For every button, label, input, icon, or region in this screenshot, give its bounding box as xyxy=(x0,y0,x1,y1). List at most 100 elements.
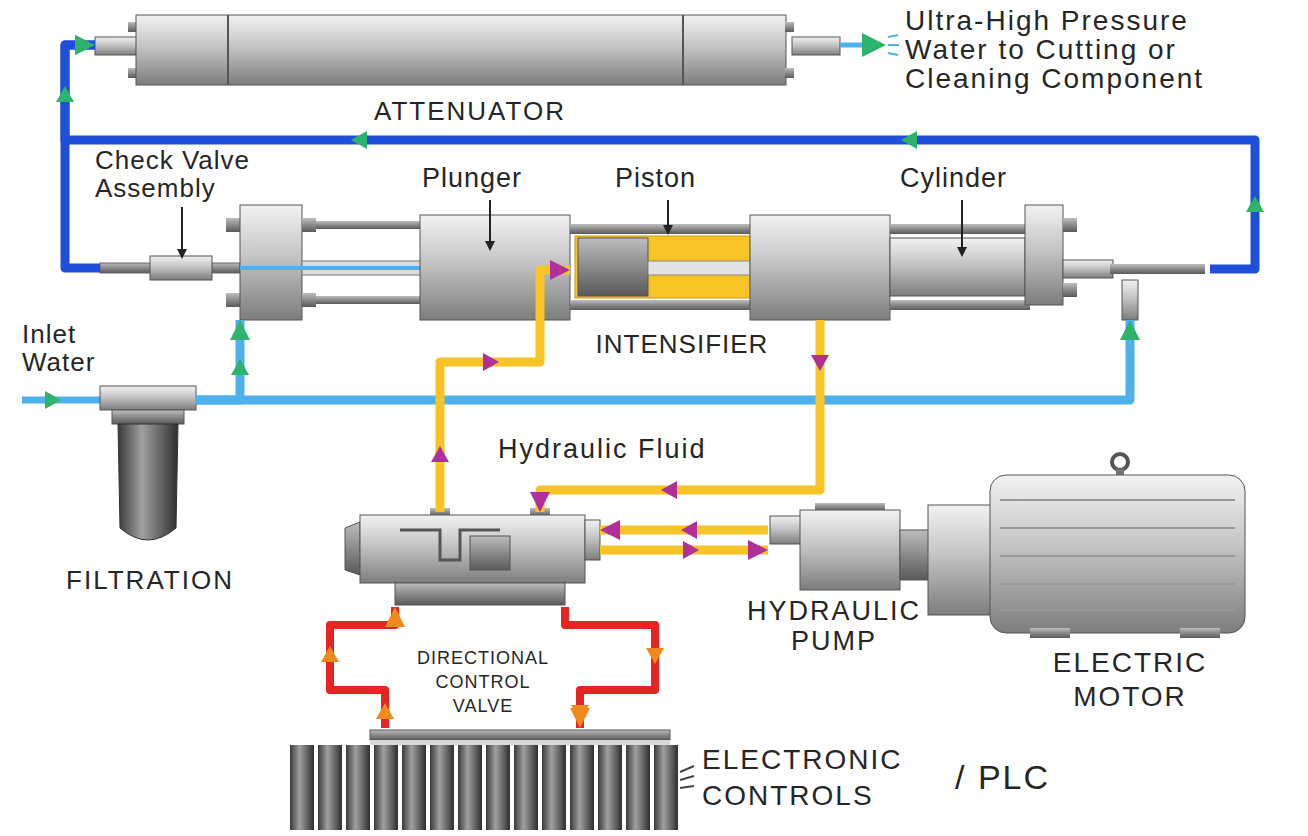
seam xyxy=(227,15,229,85)
tie-rod xyxy=(570,224,750,234)
spray-line xyxy=(888,35,898,37)
plc-module xyxy=(374,745,398,830)
part-box: Cylinder xyxy=(750,205,1210,320)
outlet-rod xyxy=(1110,264,1205,274)
motor-fin xyxy=(1000,527,1235,529)
filter-head xyxy=(100,386,196,410)
fitting xyxy=(1063,260,1113,278)
tie-rod xyxy=(890,224,1030,234)
flow-arrow xyxy=(901,131,917,149)
nut xyxy=(302,218,316,232)
motor-fin xyxy=(1000,583,1235,585)
eyebolt xyxy=(1112,454,1128,470)
flow-arrow xyxy=(862,33,886,57)
part-box: Piston xyxy=(570,235,750,300)
filter-collar xyxy=(112,410,184,424)
tie-rod xyxy=(570,300,750,310)
plc-module xyxy=(654,745,678,830)
flow-arrow xyxy=(351,131,367,149)
pipe-connector xyxy=(195,320,240,400)
pump-body xyxy=(800,510,900,590)
nut xyxy=(1063,283,1077,297)
flow-arrow xyxy=(45,391,61,409)
annotation-label: Hydraulic Fluid xyxy=(498,434,707,465)
water-bore xyxy=(240,266,420,270)
leader-line xyxy=(489,200,491,243)
plc-module xyxy=(458,745,482,830)
coupling xyxy=(900,530,930,580)
inlet-fitting xyxy=(1122,280,1138,320)
component-label: Plunger xyxy=(422,163,522,194)
pump-port xyxy=(770,516,802,544)
filter-drawing xyxy=(22,386,196,540)
piston-head xyxy=(578,238,648,296)
flow-arrow xyxy=(661,481,677,499)
part-box: Check Valve Assembly xyxy=(100,205,305,320)
flow-arrow xyxy=(681,521,697,539)
plc-wire xyxy=(680,786,694,788)
plc-module xyxy=(598,745,622,830)
spray-line xyxy=(888,53,898,55)
nut xyxy=(226,293,240,307)
plc-rail xyxy=(370,740,670,745)
flow-arrow xyxy=(1246,196,1264,212)
leader-line xyxy=(181,207,183,251)
plc-module xyxy=(542,745,566,830)
component-label: DIRECTIONAL CONTROL VALVE xyxy=(403,646,563,718)
end-cap xyxy=(240,205,302,320)
motor-bell xyxy=(928,505,993,615)
plc-module xyxy=(514,745,538,830)
valve-flange xyxy=(345,522,360,575)
flow-arrow xyxy=(231,359,249,375)
flow-arrow xyxy=(431,446,449,462)
valve-base xyxy=(395,583,565,605)
valve-drawing xyxy=(345,508,600,605)
component-box: HYDRAULIC PUMP xyxy=(768,505,900,590)
cylinder-block xyxy=(750,215,890,320)
flow-arrow xyxy=(321,646,339,662)
plc-module xyxy=(626,745,650,830)
filter-bowl xyxy=(118,424,178,540)
component-box: ELECTRONIC CONTROLS/ PLC xyxy=(285,728,685,832)
component-label: ELECTRIC MOTOR xyxy=(1015,646,1245,714)
motor-foot xyxy=(1030,628,1070,638)
pipe-connector xyxy=(65,45,100,268)
component-label: HYDRAULIC PUMP xyxy=(724,596,944,656)
flow-arrow xyxy=(683,541,699,559)
check-valve-body xyxy=(150,256,212,280)
pipe-connector xyxy=(440,270,570,512)
component-box: ELECTRIC MOTOR xyxy=(902,455,1252,640)
intensifier-drawing xyxy=(100,205,1205,320)
nut xyxy=(1063,218,1077,232)
plc-rail xyxy=(370,730,670,740)
component-label: Cylinder xyxy=(900,163,1007,194)
piston-rod xyxy=(648,261,750,275)
part-box: Plunger xyxy=(420,215,570,320)
component-label: INTENSIFIER xyxy=(596,330,769,360)
tie-rod xyxy=(316,221,420,229)
leader-head xyxy=(663,225,673,235)
valve-body xyxy=(360,515,585,583)
bolt xyxy=(785,22,794,32)
flow-arrow xyxy=(483,353,499,371)
component-label: Piston xyxy=(615,163,696,194)
annotation-label: Ultra-High Pressure Water to Cutting or … xyxy=(905,6,1265,93)
plc-drawing xyxy=(290,730,694,830)
component-box: DIRECTIONAL CONTROL VALVE xyxy=(345,512,600,607)
plc-module xyxy=(430,745,454,830)
leader-head xyxy=(177,249,187,259)
flow-arrow xyxy=(376,703,394,719)
annotation-label: Inlet Water xyxy=(22,320,122,376)
nut xyxy=(302,293,316,307)
end-cap xyxy=(1025,205,1063,305)
pipe-connector xyxy=(540,320,820,512)
component-box: INTENSIFIERCheck Valve AssemblyPlungerPi… xyxy=(95,200,1215,325)
cylinder-tube xyxy=(890,238,1025,296)
leader-line xyxy=(667,200,669,227)
motor-body xyxy=(990,475,1245,633)
component-box: FILTRATION xyxy=(100,385,195,545)
plc-module xyxy=(290,745,314,830)
spray-line xyxy=(888,44,899,46)
fitting xyxy=(95,37,137,55)
